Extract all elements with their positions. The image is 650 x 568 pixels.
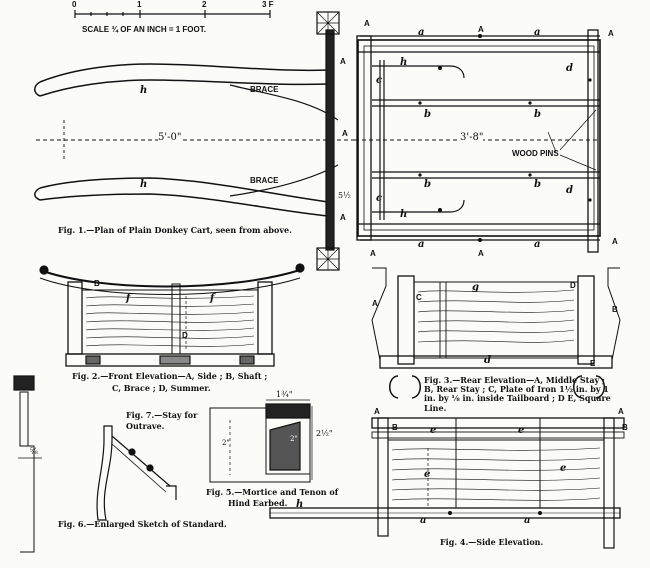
fig7-caption-line1: Fig. 7.—Stay for [126, 410, 198, 420]
fig1-letter-b-2: b [534, 109, 541, 120]
fig4-letter-B-left: B [392, 423, 398, 432]
fig5-dim-inner: 2" [290, 435, 298, 443]
fig1-letter-h-inner-top: h [400, 57, 408, 68]
fig1-letter-d-lower: d [566, 185, 573, 196]
fig1-letter-A-6: A [340, 213, 346, 222]
wood-pins-label: WOOD PINS [512, 149, 559, 158]
fig2-letter-f-2: f [210, 293, 215, 304]
fig1-letter-A-8: A [478, 249, 484, 258]
scale-bar [74, 10, 271, 18]
brace-label-lower: BRACE [250, 176, 279, 185]
fig1-letter-b-1: b [424, 109, 431, 120]
fig4-letter-e-3: e [424, 469, 431, 480]
fig4-letter-A-left: A [374, 407, 380, 416]
fig4-letter-e-2: e [518, 425, 525, 436]
fig2-front-elevation-drawing [39, 263, 305, 367]
fig1-letter-c-upper: c [376, 75, 383, 86]
fig1-letter-b-4: b [534, 179, 541, 190]
fig4-caption: Fig. 4.—Side Elevation. [440, 537, 544, 547]
scale-tick-2: 2 [202, 0, 207, 9]
fig3-letter-E: E [590, 359, 596, 368]
fig2-caption-line2: C, Brace ; D, Summer. [112, 383, 211, 393]
fig5-dim-left: 2" [222, 439, 230, 447]
fig1-plan-drawing [34, 11, 601, 271]
fig1-letter-a-4: a [534, 239, 541, 250]
fig2-letter-f-1: f [126, 293, 131, 304]
fig1-dim-five-half: 5½ [338, 191, 351, 200]
fig4-letter-e-4: e [560, 463, 567, 474]
fig3-letter-C: C [416, 293, 422, 302]
fig4-letter-h: h [296, 499, 304, 510]
fig2-letter-D: D [182, 331, 188, 340]
fig1-letter-A-1: A [364, 19, 370, 28]
fig6-dim: ⅝ [30, 447, 38, 456]
fig4-letter-B-right: B [622, 423, 628, 432]
fig3-letter-d: d [484, 355, 491, 366]
fig3-letter-A: A [372, 299, 378, 308]
fig6-caption: Fig. 6.—Enlarged Sketch of Standard. [58, 519, 227, 529]
scale-tick-3: 3 F [262, 0, 274, 9]
fig1-letter-h-inner-bottom: h [400, 209, 408, 220]
dimension-right: 3'-8" [460, 132, 484, 143]
fig1-letter-A-3: A [608, 29, 614, 38]
fig1-letter-b-3: b [424, 179, 431, 190]
fig4-side-elevation-drawing [269, 417, 625, 549]
brace-label-upper: BRACE [250, 85, 279, 94]
fig1-caption: Fig. 1.—Plan of Plain Donkey Cart, seen … [58, 225, 292, 235]
fig3-letter-B: B [612, 305, 618, 314]
fig3-rear-elevation-drawing [371, 267, 621, 399]
fig1-letter-A-5: A [342, 129, 348, 138]
fig3-caption: Fig. 3.—Rear Elevation—A, Middle Stay ; … [424, 375, 611, 413]
scale-tick-0: 0 [72, 0, 77, 9]
fig2-letter-B: B [94, 279, 100, 288]
fig1-letter-A-9: A [612, 237, 618, 246]
fig1-letter-A-2: A [478, 25, 484, 34]
fig4-letter-e-1: e [430, 425, 437, 436]
fig5-caption-line2: Hind Earbed. [228, 498, 288, 508]
fig1-letter-a-2: a [534, 27, 541, 38]
scale-tick-1: 1 [137, 0, 142, 9]
fig1-letter-a-3: a [418, 239, 425, 250]
fig6-standard-drawing [13, 375, 42, 553]
fig1-letter-A-7: A [370, 249, 376, 258]
fig5-mortice-drawing [209, 399, 313, 483]
fig1-letter-h-upper: h [140, 85, 148, 96]
fig3-letter-D: D [570, 281, 576, 290]
fig4-letter-A-right: A [618, 407, 624, 416]
fig7-stay-drawing [96, 425, 177, 521]
fig7-caption-line2: Outrave. [126, 421, 165, 431]
fig1-letter-c-lower: c [376, 193, 383, 204]
fig1-letter-d-upper: d [566, 63, 573, 74]
fig4-letter-a-1: a [420, 515, 427, 526]
fig1-letter-a-1: a [418, 27, 425, 38]
fig5-dim-right: 2½" [316, 429, 333, 438]
fig1-letter-A-4: A [340, 57, 346, 66]
fig5-dim-top: 1¾" [276, 390, 293, 399]
scale-caption: SCALE ¾ OF AN INCH = 1 FOOT. [82, 25, 206, 34]
fig3-letter-g: g [472, 282, 479, 293]
dimension-left: 5'-0" [158, 132, 182, 143]
fig5-caption-line1: Fig. 5.—Mortice and Tenon of [206, 487, 339, 497]
fig2-caption-line1: Fig. 2.—Front Elevation—A, Side ; B, Sha… [72, 371, 268, 381]
fig4-letter-a-2: a [524, 515, 531, 526]
fig1-letter-h-lower: h [140, 179, 148, 190]
